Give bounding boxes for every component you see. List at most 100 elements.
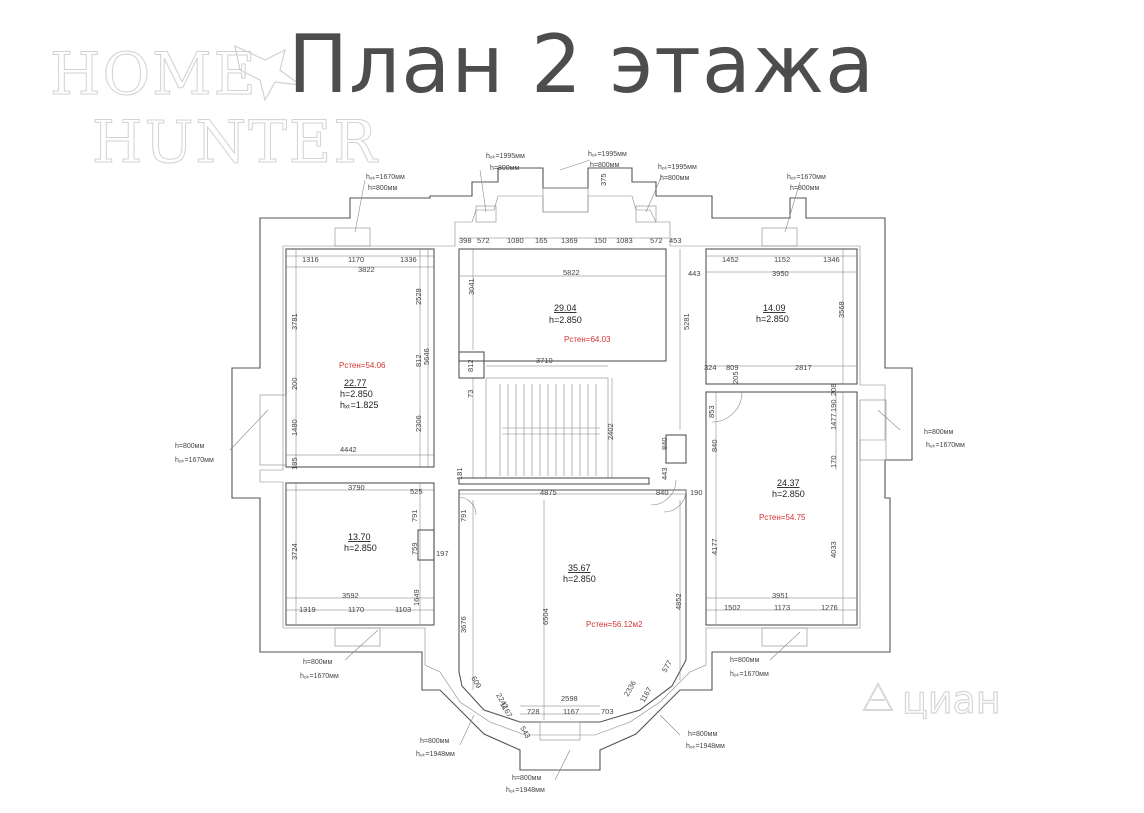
- dimension-label: 1346: [823, 255, 840, 264]
- dimension-label: 4033: [829, 541, 838, 558]
- opening-note: h=800мм: [590, 162, 619, 169]
- dimension-label: 1649: [412, 589, 421, 606]
- dimension-label: 4442: [340, 445, 357, 454]
- opening-note: hₒₖ=1948мм: [416, 751, 455, 758]
- dimension-label: 525: [410, 487, 423, 496]
- cian-watermark: циан: [858, 672, 1048, 732]
- dimension-label: 609: [469, 675, 483, 690]
- dimension-lines: [286, 237, 857, 720]
- opening-note: h=800мм: [730, 657, 759, 664]
- opening-note: h=800мм: [924, 429, 953, 436]
- dimension-label: 3592: [342, 591, 359, 600]
- room-e-outline: [705, 391, 858, 626]
- opening-note: hₒₖ=1995мм: [658, 164, 697, 171]
- dimension-label: 185: [290, 457, 299, 470]
- opening-note: hₒₖ=1948мм: [686, 743, 725, 750]
- dimension-label: 398: [459, 236, 472, 245]
- cian-logo-icon: [862, 681, 894, 711]
- dimension-label: 1336: [400, 255, 417, 264]
- dimension-label: 812: [466, 359, 475, 372]
- dimension-label: 577: [660, 659, 674, 674]
- opening-note: hₒₖ=1670мм: [300, 673, 339, 680]
- opening-note: h=800мм: [175, 443, 204, 450]
- dimension-label: 1477: [829, 413, 838, 430]
- opening-note: h=800мм: [490, 165, 519, 172]
- dimension-label: 840: [660, 437, 669, 450]
- room-s-outline: [458, 489, 687, 723]
- column-left: [458, 351, 485, 379]
- dimension-label: 1170: [348, 605, 364, 614]
- opening-note: hₒₖ=1670мм: [926, 442, 965, 449]
- room-n-height: h=2.850: [549, 315, 582, 325]
- dimension-label: 1167: [563, 707, 579, 716]
- dimension-label: 165: [535, 236, 548, 245]
- dimension-label: 1316: [302, 255, 319, 264]
- room-nw-height: h=2.850: [340, 389, 373, 399]
- dimension-label: 1276: [821, 603, 838, 612]
- dimension-label: 1167: [498, 701, 514, 719]
- logo-line-hunter: HUNTER: [92, 108, 379, 177]
- room-n-area: 29.04: [554, 303, 577, 313]
- dimension-label: 190: [829, 399, 838, 412]
- dimension-label: 759: [410, 542, 419, 555]
- door-swings: [457, 391, 743, 516]
- watermark-text: циан: [901, 677, 1001, 722]
- dimension-label: 572: [477, 236, 490, 245]
- room-e-area: 24.37: [777, 478, 800, 488]
- dimension-label: 170: [829, 455, 838, 468]
- dimension-label: 840: [710, 439, 719, 452]
- dimension-label: 791: [410, 509, 419, 522]
- dimension-label: 809: [726, 363, 739, 372]
- logo-line-home: HOME: [50, 40, 258, 109]
- dimension-label: 5646: [422, 348, 431, 365]
- dimension-label: 1502: [724, 603, 741, 612]
- room-s-perimeter: Pстен=56.12м2: [586, 620, 643, 629]
- dimension-label: 453: [669, 236, 682, 245]
- dimension-label: 5822: [563, 268, 580, 277]
- room-nw-height-extra: hₓₜ=1.825: [340, 400, 378, 410]
- dimension-label: 3041: [467, 278, 476, 295]
- opening-note: h=800мм: [790, 185, 819, 192]
- dimension-label: 728: [527, 707, 540, 716]
- opening-note: hₒₖ=1995мм: [486, 153, 525, 160]
- room-nw-area: 22.77: [344, 378, 367, 388]
- dimension-label: 2817: [795, 363, 812, 372]
- dimension-label: 1170: [348, 255, 364, 264]
- dimension-label: 1319: [299, 605, 316, 614]
- opening-note: h=800мм: [660, 175, 689, 182]
- dimension-label: 3950: [772, 269, 789, 278]
- dimension-label: 1083: [616, 236, 633, 245]
- dimension-label: 1152: [774, 255, 790, 264]
- dimension-label: 791: [459, 509, 468, 522]
- dimension-label: 572: [650, 236, 663, 245]
- dimension-label: 853: [707, 405, 716, 418]
- leader-lines: [229, 159, 901, 781]
- dimension-label: 150: [594, 236, 607, 245]
- dimension-label: 1452: [722, 255, 739, 264]
- home-hunter-logo: HOME HUNTER: [50, 40, 378, 180]
- page-title: План 2 этажа: [288, 18, 875, 111]
- opening-note: hₒₖ=1670мм: [175, 457, 214, 464]
- opening-note: hₒₖ=1670мм: [366, 174, 405, 181]
- dimension-label: 6504: [541, 608, 550, 625]
- dimension-label: 2598: [561, 694, 578, 703]
- opening-note: h=800мм: [512, 775, 541, 782]
- dimension-label: 324: [704, 363, 717, 372]
- dimension-label: 443: [660, 467, 669, 480]
- dimension-label: 2336: [622, 679, 638, 698]
- opening-note: h=800мм: [420, 738, 449, 745]
- dimension-label: 4177: [710, 538, 719, 555]
- dimension-label: 840: [656, 488, 669, 497]
- opening-note: h=800мм: [688, 731, 717, 738]
- room-sw-area: 13.70: [348, 532, 371, 542]
- dimension-label: 3724: [290, 543, 299, 560]
- dimension-label: 2402: [606, 423, 615, 440]
- opening-note: hₒₖ=1948мм: [506, 787, 545, 794]
- dimension-label: 3710: [536, 356, 553, 365]
- dimension-label: 1103: [395, 605, 411, 614]
- dimension-label: 3790: [348, 483, 365, 492]
- sw-closet: [417, 529, 435, 561]
- dimension-label: 3951: [772, 591, 789, 600]
- dimension-label: 1480: [290, 419, 299, 436]
